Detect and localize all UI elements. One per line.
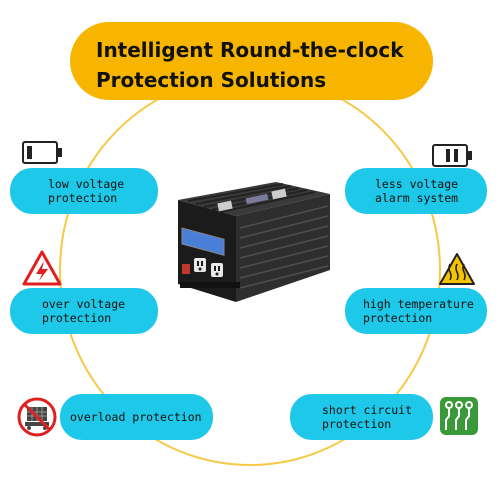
power-inverter-image: [178, 182, 330, 302]
heat-warning-icon: [439, 253, 475, 285]
low-voltage-line-2: protection: [48, 191, 118, 205]
feature-short-circuit: short circuit protection: [290, 394, 433, 440]
low-voltage-line-1: low voltage: [48, 177, 125, 191]
less-voltage-line-2: alarm system: [375, 191, 459, 205]
lightning-warning-icon: [22, 250, 62, 286]
feature-high-temperature: high temperature protection: [345, 288, 487, 334]
over-voltage-line-1: over voltage: [42, 297, 126, 311]
short-circuit-line-2: protection: [322, 417, 392, 431]
feature-over-voltage: over voltage protection: [10, 288, 158, 334]
over-voltage-line-2: protection: [42, 311, 112, 325]
high-temp-line-2: protection: [363, 311, 433, 325]
battery-alarm-icon: [432, 144, 472, 167]
high-temp-line-1: high temperature: [363, 297, 474, 311]
feature-low-voltage: low voltage protection: [10, 168, 158, 214]
no-overload-icon: [17, 397, 57, 437]
short-circuit-line-1: short circuit: [322, 403, 413, 417]
feature-less-voltage: less voltage alarm system: [345, 168, 487, 214]
title-line-2: Protection Solutions: [96, 68, 327, 92]
title-line-1: Intelligent Round-the-clock: [96, 38, 404, 62]
overload-line-1: overload protection: [70, 410, 202, 424]
circuit-icon: [440, 397, 478, 435]
feature-overload: overload protection: [60, 394, 213, 440]
battery-low-icon: [22, 141, 62, 164]
less-voltage-line-1: less voltage: [375, 177, 459, 191]
title-banner: Intelligent Round-the-clock Protection S…: [70, 22, 433, 100]
